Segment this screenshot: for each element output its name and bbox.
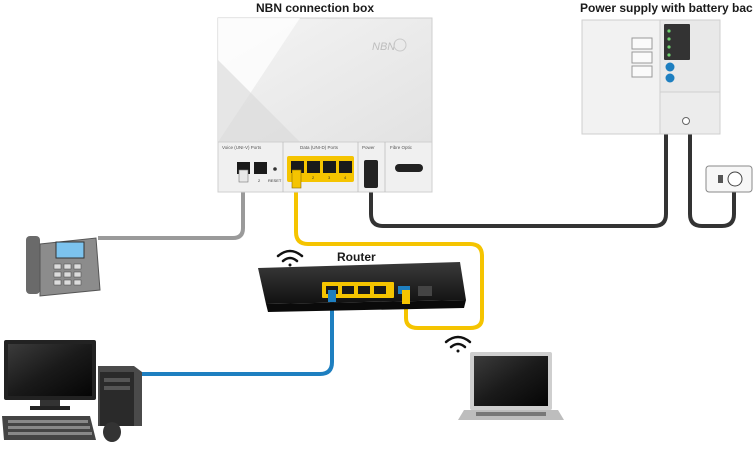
data-ports-label: Data (UNI-D) Ports xyxy=(300,145,339,150)
router-label: Router xyxy=(337,250,376,264)
voice-port-2 xyxy=(254,162,267,174)
telephone-icon xyxy=(26,236,101,297)
data-cable-nbn-to-router xyxy=(294,188,484,330)
data-port-3 xyxy=(323,161,336,173)
nbn-brand-text: NBN xyxy=(372,41,395,53)
psu-button-1 xyxy=(665,62,675,72)
fibre-optic-connector xyxy=(395,164,423,172)
router-lan-port-3 xyxy=(358,286,370,294)
data-port-2-number: 2 xyxy=(312,175,315,180)
nbn-logo-icon xyxy=(393,38,407,52)
wifi-icon-laptop xyxy=(444,335,472,353)
router-lan-port-2 xyxy=(342,286,354,294)
power-cable-nbn-to-psu xyxy=(369,134,668,228)
power-cable-psu-to-outlet xyxy=(688,134,736,228)
power-supply-label: Power supply with battery backup xyxy=(580,1,753,15)
wifi-icon xyxy=(276,249,304,267)
psu-button-2 xyxy=(665,73,675,83)
power-outlet-icon xyxy=(705,165,753,193)
data-port-4 xyxy=(339,161,352,173)
data-port-3-number: 3 xyxy=(328,175,331,180)
router xyxy=(258,262,466,312)
reset-label: RESET xyxy=(268,178,282,183)
lan-cable-router-to-desktop xyxy=(138,300,334,376)
router-lan-port-4 xyxy=(374,286,386,294)
desktop-computer-icon xyxy=(2,340,142,442)
data-port-4-number: 4 xyxy=(344,175,347,180)
nbn-connection-box-label: NBN connection box xyxy=(256,1,375,15)
voice-ports-label: Voice (UNI-V) Ports xyxy=(222,145,262,150)
data-port-2 xyxy=(307,161,320,173)
power-supply-unit xyxy=(581,19,721,135)
power-label: Power xyxy=(362,145,375,150)
power-plug xyxy=(364,160,378,188)
voice-port-2-number: 2 xyxy=(258,178,261,183)
laptop-icon xyxy=(458,352,564,420)
reset-hole xyxy=(273,167,277,171)
nbn-connection-box: NBN Voice (UNI-V) Ports Data (UNI-D) Por… xyxy=(217,17,433,193)
phone-cable xyxy=(98,180,245,240)
fibre-optic-label: Fibre Optic xyxy=(390,145,413,150)
